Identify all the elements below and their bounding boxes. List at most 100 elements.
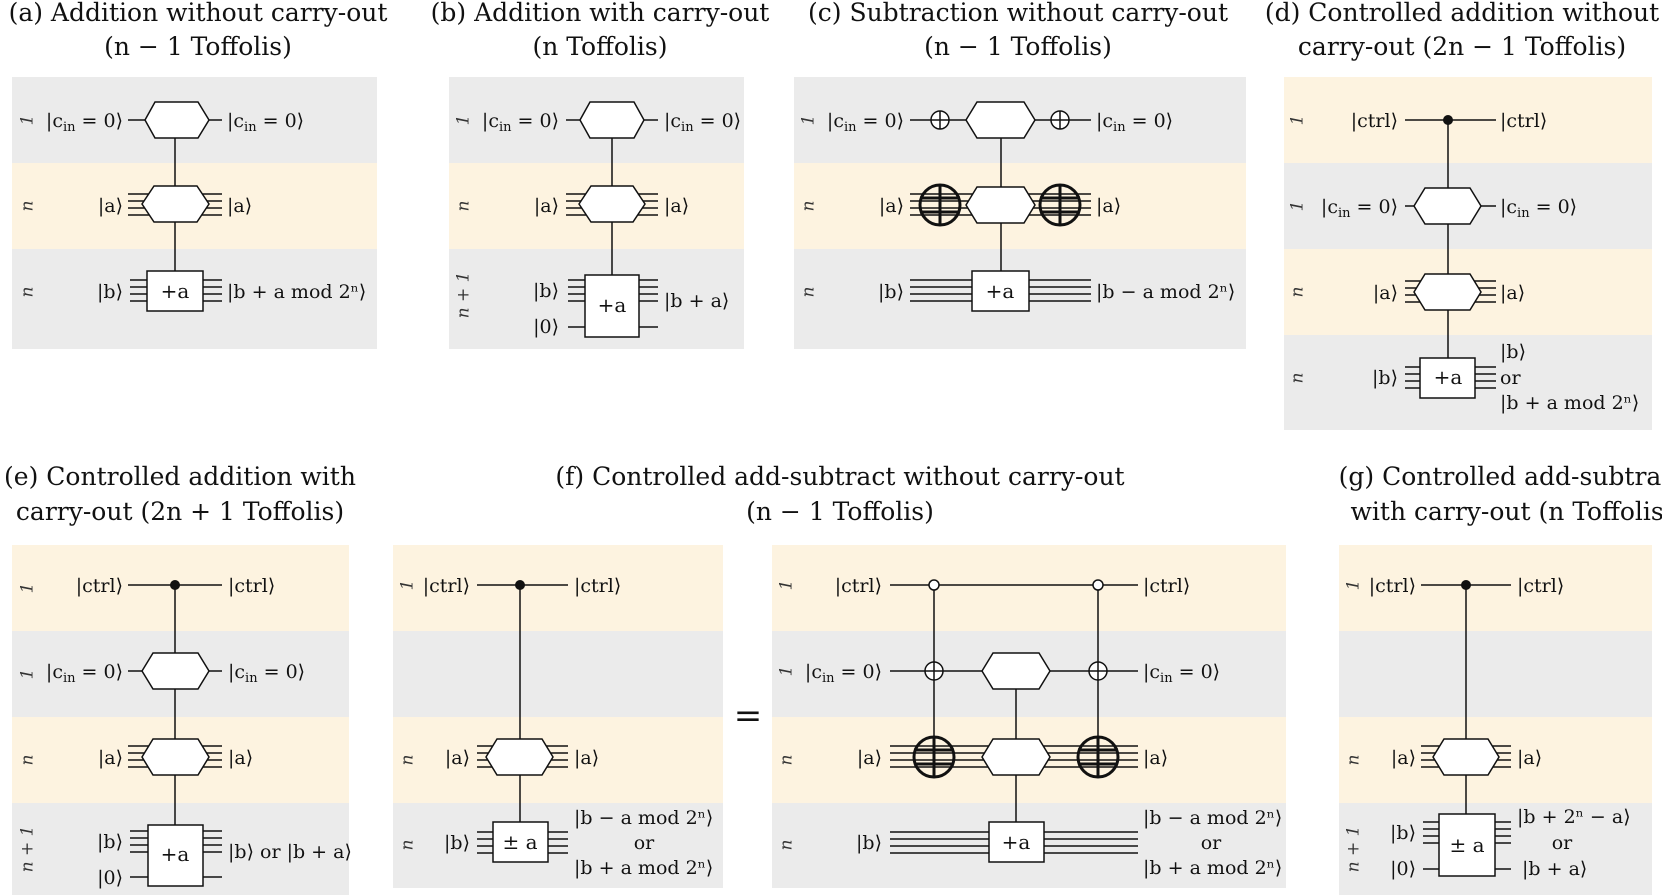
caption-c-line1: (c) Subtraction without carry-out bbox=[808, 0, 1228, 27]
ket-label: |b⟩ bbox=[97, 831, 123, 853]
caption-a-line1: (a) Addition without carry-out bbox=[9, 0, 388, 27]
bundle-xor-gate bbox=[1038, 183, 1082, 227]
carry-hexagon-gate bbox=[981, 738, 1051, 776]
ket-label: or bbox=[634, 832, 655, 854]
xor-gate bbox=[1088, 661, 1108, 681]
ket-label: |b − a mod 2ⁿ⟩ bbox=[1143, 807, 1282, 829]
caption-e-line1: (e) Controlled addition with bbox=[4, 462, 356, 491]
xor-gate bbox=[924, 661, 944, 681]
register-size: 1 bbox=[18, 583, 38, 594]
register-size: n bbox=[777, 755, 797, 766]
register-size: 1 bbox=[18, 669, 38, 680]
ket-label: |b⟩ bbox=[878, 281, 904, 303]
register-size: 1 bbox=[777, 666, 797, 677]
bundle-xor-gate bbox=[918, 183, 962, 227]
ket-label: |b⟩ bbox=[444, 832, 470, 854]
ket-label: |a⟩ bbox=[227, 195, 252, 217]
caption-b-line2: (n Toffolis) bbox=[533, 32, 668, 61]
register-band bbox=[393, 631, 723, 717]
register-band bbox=[12, 545, 349, 631]
ket-label: |a⟩ bbox=[574, 747, 599, 769]
ket-label: |0⟩ bbox=[1390, 858, 1416, 880]
ket-label: |b + a⟩ bbox=[1522, 858, 1587, 880]
add-subtract-gate-label: ± a bbox=[502, 830, 537, 854]
adder-gate-label: +a bbox=[1434, 365, 1463, 389]
circuit-c: 1 n n +a bbox=[794, 77, 1246, 349]
ket-label: or bbox=[1201, 832, 1222, 854]
carry-hexagon-gate bbox=[579, 101, 645, 139]
adder-gate-label: +a bbox=[161, 279, 190, 303]
control-dot bbox=[1461, 580, 1471, 590]
ket-label: |ctrl⟩ bbox=[1517, 575, 1564, 597]
caption-a-line2: (n − 1 Toffolis) bbox=[104, 32, 292, 61]
adder-gate-label: +a bbox=[1002, 830, 1031, 854]
ket-label: |ctrl⟩ bbox=[574, 575, 621, 597]
circuit-d: 1 1 n n +a |ctrl⟩ |ctrl⟩ |cin = 0⟩ |cin … bbox=[1284, 77, 1652, 430]
register-size: n bbox=[799, 287, 819, 298]
ket-label: |b − a mod 2ⁿ⟩ bbox=[1096, 281, 1235, 303]
circuit-b: 1 n n + 1 +a |cin = 0⟩ |cin = 0⟩ |a⟩ |a⟩… bbox=[449, 77, 744, 349]
carry-hexagon-gate bbox=[141, 738, 210, 776]
ket-label: or bbox=[1500, 367, 1521, 389]
adder-gate bbox=[988, 821, 1045, 863]
ket-label: |cin = 0⟩ bbox=[46, 661, 123, 686]
register-size: n bbox=[799, 201, 819, 212]
carry-hexagon-gate bbox=[965, 101, 1036, 139]
register-band bbox=[1339, 545, 1652, 631]
ket-label: |cin = 0⟩ bbox=[46, 110, 123, 135]
ket-label: |b + a mod 2ⁿ⟩ bbox=[227, 281, 366, 303]
ket-label: |a⟩ bbox=[98, 747, 123, 769]
circuit-a: 1 n n +a |cin = 0⟩ |cin = 0⟩ |a⟩ |a⟩ |b⟩… bbox=[12, 77, 377, 349]
ket-label: |ctrl⟩ bbox=[835, 575, 882, 597]
register-band bbox=[772, 545, 1286, 631]
register-size: n bbox=[1344, 755, 1364, 766]
control-dot bbox=[515, 580, 525, 590]
register-size: n + 1 bbox=[454, 272, 474, 319]
ket-label: |b + 2ⁿ − a⟩ bbox=[1517, 806, 1631, 828]
ket-label: |a⟩ bbox=[1143, 747, 1168, 769]
register-size: n bbox=[1288, 287, 1308, 298]
adder-gate-label: +a bbox=[986, 279, 1015, 303]
ket-label: |b⟩ bbox=[1500, 341, 1526, 363]
adder-gate-label: +a bbox=[598, 293, 627, 317]
caption-g-line2: with carry-out (n Toffolis) bbox=[1351, 497, 1662, 526]
ket-label: |a⟩ bbox=[445, 747, 470, 769]
ket-label: |0⟩ bbox=[97, 867, 123, 889]
ket-label: |b + a mod 2ⁿ⟩ bbox=[574, 857, 713, 879]
ket-label: |cin = 0⟩ bbox=[227, 110, 304, 135]
ket-label: |cin = 0⟩ bbox=[805, 661, 882, 686]
carry-hexagon-gate bbox=[144, 101, 210, 139]
equals-sign: = bbox=[734, 696, 763, 736]
register-size: 1 bbox=[1288, 201, 1308, 212]
xor-gate bbox=[930, 110, 950, 130]
ket-label: |b − a mod 2ⁿ⟩ bbox=[574, 807, 713, 829]
adder-gate bbox=[584, 274, 640, 338]
bundle-xor-gate bbox=[1076, 735, 1120, 779]
adder-gate bbox=[1419, 357, 1476, 399]
register-size: 1 bbox=[398, 580, 418, 591]
ket-label: |a⟩ bbox=[1517, 747, 1542, 769]
ket-label: |ctrl⟩ bbox=[1143, 575, 1190, 597]
caption-e-line2: carry-out (2n + 1 Toffolis) bbox=[16, 497, 344, 526]
ket-label: |b⟩ or |b + a⟩ bbox=[228, 841, 352, 863]
adder-gate-label: +a bbox=[161, 842, 190, 866]
caption-c-line2: (n − 1 Toffolis) bbox=[924, 32, 1112, 61]
ket-label: |cin = 0⟩ bbox=[827, 110, 904, 135]
ket-label: |b⟩ bbox=[1390, 822, 1416, 844]
carry-hexagon-gate bbox=[141, 185, 210, 223]
ket-label: |a⟩ bbox=[98, 195, 123, 217]
add-subtract-gate bbox=[492, 821, 549, 863]
carry-hexagon-gate bbox=[981, 652, 1051, 690]
ket-label: |cin = 0⟩ bbox=[1096, 110, 1173, 135]
register-size: 1 bbox=[799, 115, 819, 126]
xor-gate bbox=[1050, 110, 1070, 130]
control-dot bbox=[170, 580, 180, 590]
ket-label: |cin = 0⟩ bbox=[482, 110, 559, 135]
ket-label: |a⟩ bbox=[1096, 195, 1121, 217]
register-size: n bbox=[398, 840, 418, 851]
register-size: 1 bbox=[18, 115, 38, 126]
control-dot bbox=[1443, 115, 1453, 125]
carry-hexagon-gate bbox=[578, 185, 646, 223]
